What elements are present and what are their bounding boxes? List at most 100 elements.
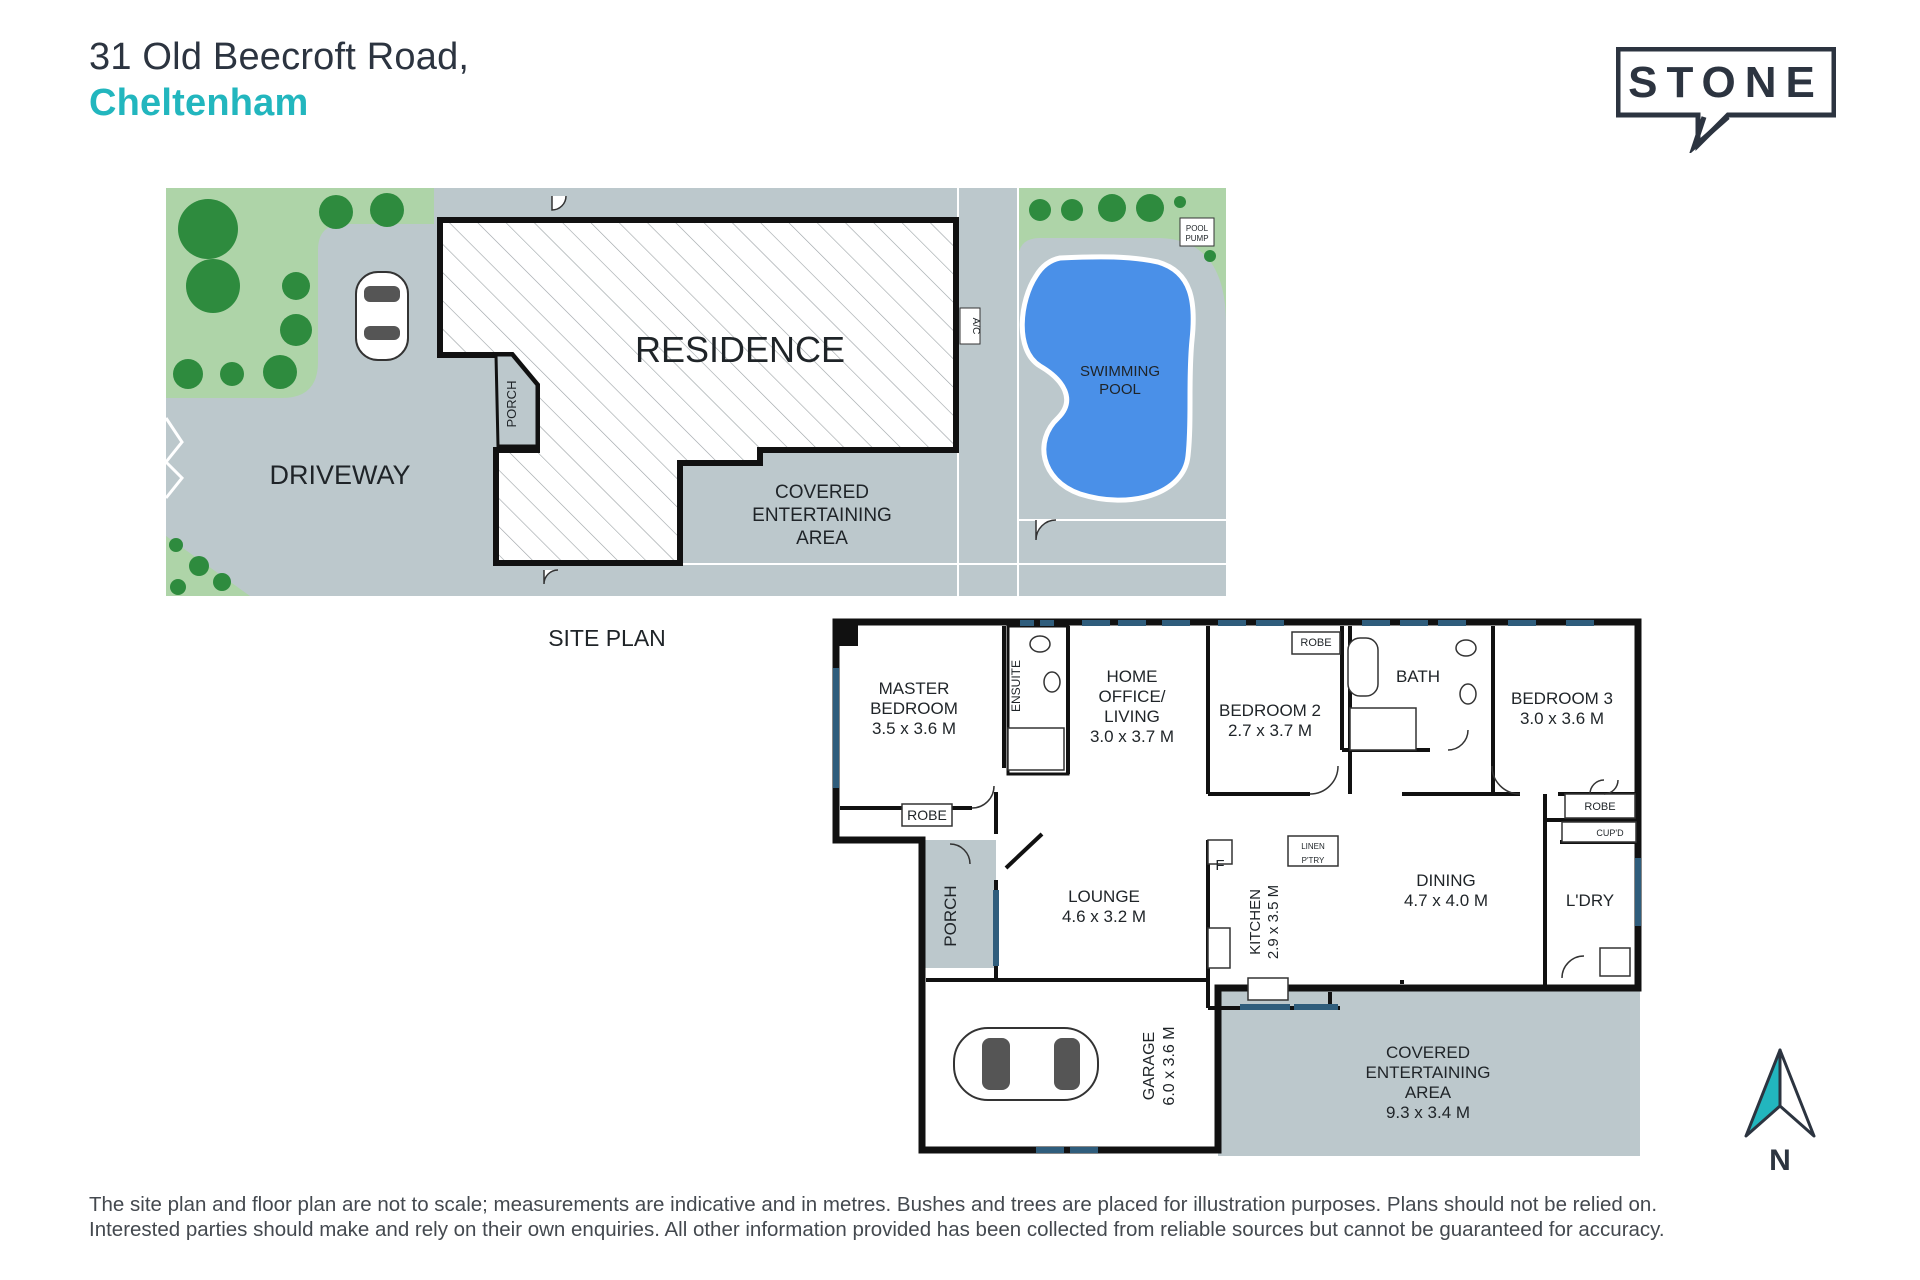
disclaimer-line-1: The site plan and floor plan are not to … [89, 1193, 1658, 1216]
robe-label-bedroom3: ROBE [1584, 801, 1615, 813]
disclaimer: The site plan and floor plan are not to … [89, 1192, 1849, 1242]
tree-icon [169, 538, 183, 552]
fridge-label: F [1215, 857, 1224, 874]
driveway-label: DRIVEWAY [269, 460, 410, 490]
fixtures [1007, 631, 1637, 1001]
car-icon [355, 271, 409, 361]
fridge-box [1207, 839, 1233, 865]
pantry-label: P'TRY [1302, 856, 1325, 865]
tree-icon [1174, 196, 1186, 208]
cupd-box [1561, 821, 1637, 843]
tree-icon [213, 573, 231, 591]
master-bedroom-label-2: BEDROOM [870, 699, 958, 718]
pool-lawn [1018, 188, 1226, 324]
site-covered-label-2: ENTERTAINING [752, 505, 892, 526]
residence-label: RESIDENCE [635, 329, 845, 370]
laundry-tub [1599, 947, 1631, 977]
floor-porch-label: PORCH [941, 885, 960, 946]
site-covered-label-3: AREA [796, 528, 848, 549]
tree-icon [170, 579, 186, 595]
tree-icon [173, 359, 203, 389]
tree-icon [1098, 194, 1126, 222]
tree-icon [319, 195, 353, 229]
floor-plan: MASTER BEDROOM 3.5 x 3.6 M ENSUITE HOME … [832, 618, 1642, 1156]
cupd-label: CUP'D [1596, 828, 1624, 838]
dining-label-2: 4.7 x 4.0 M [1404, 891, 1488, 910]
address-street: 31 Old Beecroft Road, [89, 36, 470, 78]
robe-box [1291, 631, 1341, 655]
site-porch-label: PORCH [504, 381, 519, 428]
tree-icon [370, 193, 404, 227]
home-office-label-2: OFFICE/ [1098, 687, 1165, 706]
ensuite-shower [1007, 727, 1065, 771]
pool-pump [1179, 217, 1215, 247]
laundry-label: L'DRY [1566, 891, 1614, 910]
tree-icon [1029, 199, 1051, 221]
site-plan: POOL PUMP A/C RESIDENCE DRIVEWAY PORCH C… [164, 188, 1226, 651]
tree-icon [220, 362, 244, 386]
bedroom2-label-2: 2.7 x 3.7 M [1228, 721, 1312, 740]
shower [1349, 707, 1417, 751]
tree-icon [1136, 194, 1164, 222]
door-icon [543, 569, 559, 585]
cooktop [1207, 927, 1231, 969]
tree-icon [186, 259, 240, 313]
covered-label-2: ENTERTAINING [1366, 1063, 1491, 1082]
ac-label: A/C [970, 318, 981, 335]
swimming-pool [1019, 254, 1196, 503]
kitchen-label-2: 2.9 x 3.5 M [1265, 885, 1282, 959]
home-office-label-1: HOME [1107, 667, 1158, 686]
door-icon [1035, 519, 1057, 541]
bedroom2-label-1: BEDROOM 2 [1219, 701, 1321, 720]
gate-icon [164, 417, 185, 499]
covered-entertaining-area [1218, 988, 1640, 1156]
site-porch [494, 353, 539, 448]
basin [1043, 671, 1061, 693]
master-bedroom-label-3: 3.5 x 3.6 M [872, 719, 956, 738]
bedroom3-label-1: BEDROOM 3 [1511, 689, 1613, 708]
tree-icon [280, 314, 312, 346]
lounge-label-1: LOUNGE [1068, 887, 1140, 906]
tree-icon [189, 556, 209, 576]
bath-label: BATH [1396, 667, 1440, 686]
bedroom3-label-2: 3.0 x 3.6 M [1520, 709, 1604, 728]
tree-icon [178, 199, 238, 259]
dining-label-1: DINING [1416, 871, 1476, 890]
porch-area [922, 840, 996, 968]
toilet [1029, 635, 1051, 653]
garage-car-icon [953, 1027, 1099, 1101]
pool-pump-label-2: PUMP [1185, 234, 1208, 243]
pool-pump-label-1: POOL [1186, 224, 1209, 233]
linen-box [1287, 835, 1339, 867]
robe-label-master: ROBE [907, 807, 947, 823]
covered-label-3: AREA [1405, 1083, 1452, 1102]
robe-box [1564, 793, 1636, 819]
master-robe-box [901, 803, 953, 827]
door-swings [949, 729, 1619, 979]
tree-icon [282, 272, 310, 300]
garage-label-2: 6.0 x 3.6 M [1161, 1026, 1178, 1105]
tree-icon [1204, 250, 1216, 262]
master-bedroom-label-1: MASTER [879, 679, 950, 698]
disclaimer-line-2: Interested parties should make and rely … [89, 1218, 1665, 1241]
sink [1247, 977, 1289, 1001]
ac-unit [959, 307, 981, 345]
toilet [1455, 639, 1477, 657]
windows [833, 620, 1641, 1153]
logo-text: STONE [1628, 58, 1824, 107]
north-label: N [1769, 1144, 1791, 1177]
tree-icon [1061, 199, 1083, 221]
north-arrow-icon: N [1744, 1048, 1816, 1177]
address-suburb: Cheltenham [89, 82, 309, 124]
lounge-label-2: 4.6 x 3.2 M [1062, 907, 1146, 926]
garage-label-1: GARAGE [1141, 1032, 1158, 1100]
linen-label: LINEN [1301, 842, 1325, 851]
tree-icons [169, 193, 1216, 595]
site-covered-label-1: COVERED [775, 482, 869, 503]
stone-logo: STONE [1616, 47, 1836, 153]
covered-label-1: COVERED [1386, 1043, 1470, 1062]
room-labels: MASTER BEDROOM 3.5 x 3.6 M ENSUITE HOME … [870, 637, 1624, 1122]
kitchen-label-1: KITCHEN [1247, 889, 1264, 955]
basin [1459, 683, 1477, 705]
